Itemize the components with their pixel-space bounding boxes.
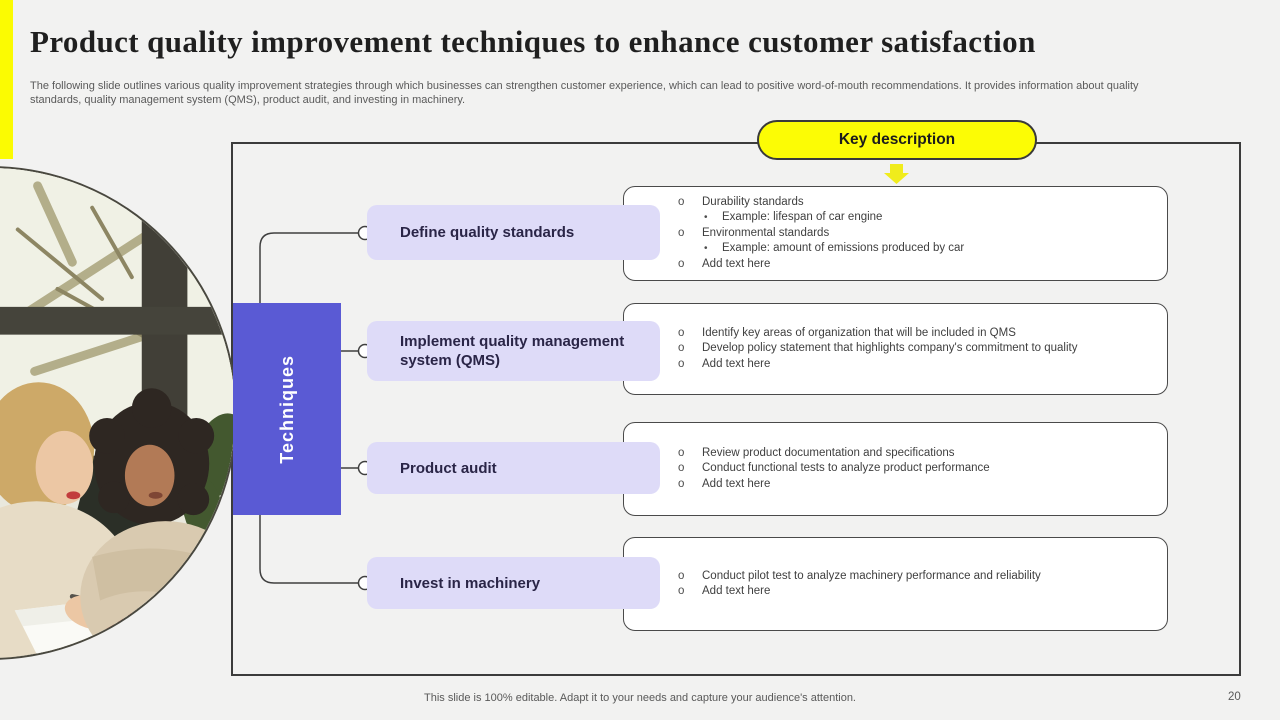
slide-subtitle[interactable]: The following slide outlines various qua… — [30, 79, 1245, 107]
description-box-invest-in-machinery[interactable]: o Conduct pilot test to analyze machinery… — [623, 537, 1168, 631]
bullet-text: Conduct pilot test to analyze machinery … — [702, 569, 1041, 582]
circle-bullet-icon: o — [678, 326, 685, 339]
techniques-label: Techniques — [276, 354, 297, 464]
page-number: 20 — [1228, 691, 1241, 703]
technique-label-define-quality-standards[interactable]: Define quality standards — [367, 205, 660, 260]
circle-bullet-icon: o — [678, 477, 685, 490]
dot-bullet-icon: • — [704, 243, 708, 255]
key-description-label: Key description — [838, 131, 956, 148]
bullet-point: o Conduct pilot test to analyze machinery… — [678, 569, 1153, 585]
bullet-text: Example: amount of emissions produced by… — [722, 242, 965, 255]
techniques-box[interactable]: Techniques — [233, 303, 341, 515]
circle-bullet-icon: o — [678, 226, 685, 239]
circle-bullet-icon: o — [678, 446, 685, 459]
circle-bullet-icon: o — [678, 342, 685, 355]
circle-bullet-icon: o — [678, 585, 685, 597]
description-box-product-audit[interactable]: o Review product documentation and specif… — [623, 422, 1168, 516]
description-box-define-quality-standards[interactable]: o Durability standards • Example: lifespan… — [623, 186, 1168, 281]
label-text: Product audit — [400, 459, 497, 477]
technique-label-product-audit[interactable]: Product audit — [367, 442, 660, 494]
dot-bullet-icon: • — [704, 212, 708, 224]
label-text: Implement quality management system (QMS… — [400, 333, 625, 369]
bullet-text: Review product documentation and specifi… — [702, 446, 955, 459]
circle-bullet-icon: o — [678, 257, 685, 270]
bullet-point: o Identify key areas of organization that… — [678, 326, 1153, 342]
bullet-text: Durability standards — [702, 195, 804, 208]
bullet-text: Add text here — [702, 477, 771, 490]
bullet-text: Identify key areas of organization that … — [702, 326, 1016, 339]
bullet-text: Develop policy statement that highlights… — [702, 342, 1078, 355]
photo-illustration — [0, 168, 235, 658]
bullet-text: Add text here — [702, 257, 771, 270]
yellow-accent-bar — [0, 0, 13, 159]
bullet-point: o Add text here — [678, 357, 1153, 373]
bullet-text: Add text here — [702, 585, 771, 597]
bullet-point: • Example: lifespan of car engine — [678, 210, 1153, 226]
bullet-text: Conduct functional tests to analyze prod… — [702, 462, 990, 475]
technique-label-invest-in-machinery[interactable]: Invest in machinery — [367, 557, 660, 609]
subtitle-line: The following slide outlines various qua… — [30, 80, 1139, 92]
subtitle-line: standards, quality management system (QM… — [30, 94, 466, 106]
footer-note: This slide is 100% editable. Adapt it to… — [424, 692, 856, 704]
bullet-text: Environmental standards — [702, 226, 830, 239]
bullet-point: o Add text here — [678, 257, 1153, 273]
circle-bullet-icon: o — [678, 357, 685, 370]
technique-label-implement-qms[interactable]: Implement quality management system (QMS… — [367, 321, 660, 381]
bullet-text: Add text here — [702, 357, 771, 370]
photo-circle[interactable] — [0, 166, 237, 660]
bullet-point: • Example: amount of emissions produced b… — [678, 241, 1153, 257]
bullet-point: o Review product documentation and specif… — [678, 446, 1153, 462]
bullet-text: Example: lifespan of car engine — [722, 211, 883, 224]
circle-bullet-icon: o — [678, 195, 685, 208]
label-text: Define quality standards — [400, 224, 575, 241]
circle-bullet-icon: o — [678, 462, 685, 475]
bullet-point: o Add text here — [678, 477, 1153, 493]
bullet-point: o Develop policy statement that highlight… — [678, 341, 1153, 357]
bullet-point: o Conduct functional tests to analyze pro… — [678, 461, 1153, 477]
bullet-point: o Add text here — [678, 584, 1153, 600]
key-description-pill[interactable]: Key description — [757, 120, 1037, 160]
bullet-point: o Durability standards — [678, 195, 1153, 211]
page-title[interactable]: Product quality improvement techniques t… — [30, 24, 1036, 59]
description-box-implement-qms[interactable]: o Identify key areas of organization that… — [623, 303, 1168, 395]
label-text: Invest in machinery — [400, 574, 541, 592]
bullet-point: o Environmental standards — [678, 226, 1153, 242]
circle-bullet-icon: o — [678, 569, 685, 582]
